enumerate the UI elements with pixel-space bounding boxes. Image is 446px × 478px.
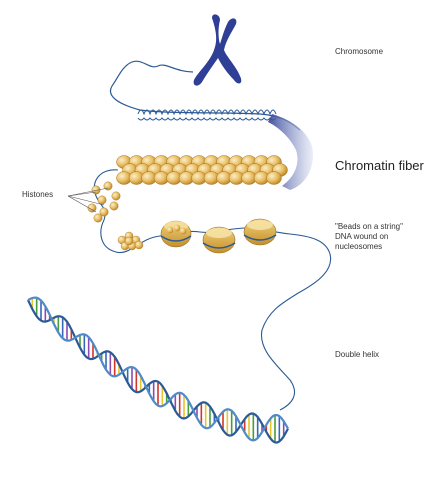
histone-beads <box>87 181 121 223</box>
histone-octamer-cluster <box>117 231 144 251</box>
fiber-transition <box>268 114 314 190</box>
histone-bead <box>111 191 121 201</box>
chromosome-label: Chromosome <box>335 47 384 56</box>
beads-label-line-3: nucleosomes <box>335 242 383 251</box>
nucleosome-3 <box>243 218 277 246</box>
helix-strand-1 <box>27 299 289 444</box>
double-helix-label: Double helix <box>335 350 380 359</box>
double-helix-shape <box>27 296 289 444</box>
histone-bead <box>87 203 97 213</box>
beads-label-line-1: "Beads on a string" <box>335 222 403 231</box>
chromosome-shape <box>193 14 242 86</box>
chromosome-fiber-strand <box>109 60 301 131</box>
beads-label-line-2: DNA wound on <box>335 232 389 241</box>
histones-pointer-lines <box>67 187 109 213</box>
histone-bead <box>103 181 113 191</box>
histone-bead <box>109 201 119 211</box>
chromatin-fiber-label: Chromatin fiber <box>335 158 424 173</box>
beads-on-string-label: "Beads on a string" DNA wound on nucleos… <box>335 222 445 252</box>
nucleosome-1 <box>160 220 192 248</box>
cluster-bead <box>134 240 144 250</box>
fiber-bead <box>266 171 282 185</box>
nucleosome-2 <box>202 226 236 254</box>
cluster-bead <box>124 236 134 246</box>
helix-strand-2 <box>27 296 289 442</box>
histones-label: Histones <box>22 190 54 199</box>
linker-dna <box>93 169 332 411</box>
histone-bead <box>93 213 103 223</box>
histone-bead <box>97 195 107 205</box>
solenoid-coils <box>137 109 277 121</box>
histone-bead <box>99 207 109 217</box>
chromatin-fiber-shape <box>116 155 288 185</box>
